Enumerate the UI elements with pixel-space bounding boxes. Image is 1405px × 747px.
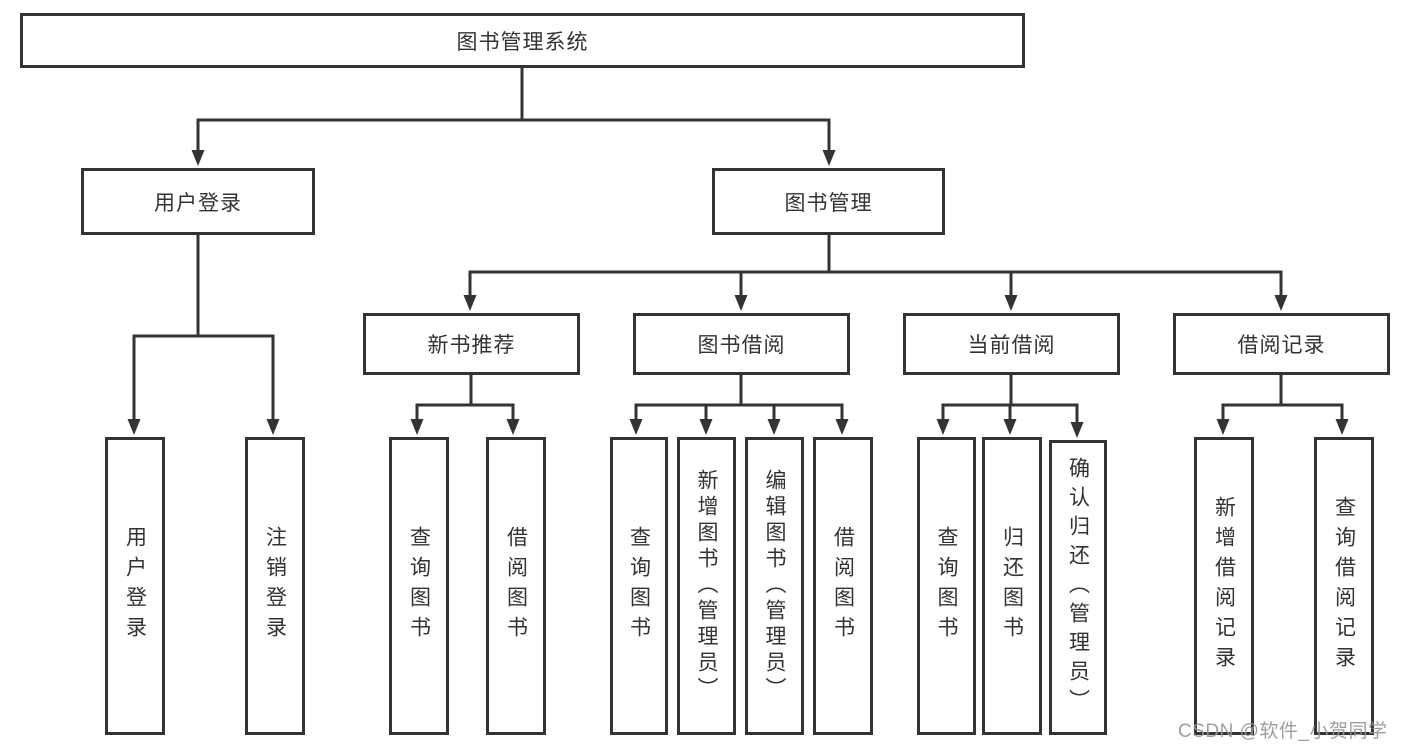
node-borrow-records: 借阅记录 — [1173, 313, 1390, 375]
leaf-return-book: 归还图书 — [982, 437, 1042, 735]
node-label: 图书管理系统 — [456, 30, 589, 54]
node-label: 新书推荐 — [427, 334, 516, 357]
leaf-label: 借阅图书 — [504, 526, 528, 646]
leaf-logout: 注销登录 — [245, 437, 305, 735]
leaf-user-login: 用户登录 — [105, 437, 165, 735]
leaf-label: 查询借阅记录 — [1332, 496, 1356, 676]
leaf-label: 新增借阅记录 — [1212, 496, 1236, 676]
leaf-label: 编辑图书（管理员） — [763, 469, 786, 703]
leaf-add-book-admin: 新增图书（管理员） — [677, 437, 736, 735]
node-book-borrow: 图书借阅 — [633, 313, 850, 375]
leaf-query-borrow-record: 查询借阅记录 — [1314, 437, 1374, 735]
node-label: 当前借阅 — [967, 334, 1056, 357]
node-library-system: 图书管理系统 — [20, 13, 1025, 68]
leaf-label: 借阅图书 — [831, 526, 855, 646]
node-new-book-recommend: 新书推荐 — [363, 313, 580, 375]
leaf-borrow-book: 借阅图书 — [813, 437, 873, 735]
leaf-query-book-recommend: 查询图书 — [389, 437, 449, 735]
leaf-label: 查询图书 — [627, 526, 651, 646]
leaf-label: 确认归还（管理员） — [1066, 457, 1090, 718]
leaf-label: 查询图书 — [935, 526, 958, 646]
leaf-edit-book-admin: 编辑图书（管理员） — [745, 437, 804, 735]
leaf-label: 新增图书（管理员） — [695, 469, 718, 703]
leaf-label: 注销登录 — [263, 526, 287, 646]
leaf-query-book-current: 查询图书 — [917, 437, 976, 735]
node-label: 图书管理 — [784, 191, 873, 215]
leaf-label: 用户登录 — [123, 526, 147, 646]
leaf-label: 查询图书 — [407, 526, 431, 646]
leaf-label: 归还图书 — [1000, 526, 1024, 646]
node-label: 用户登录 — [154, 191, 242, 215]
leaf-borrow-book-recommend: 借阅图书 — [486, 437, 546, 735]
node-label: 借阅记录 — [1237, 334, 1326, 357]
leaf-confirm-return-admin: 确认归还（管理员） — [1049, 440, 1107, 735]
node-user-login: 用户登录 — [81, 168, 315, 235]
node-book-management: 图书管理 — [712, 168, 945, 235]
node-label: 图书借阅 — [697, 334, 786, 357]
leaf-query-book-borrow: 查询图书 — [610, 437, 668, 735]
node-current-borrow: 当前借阅 — [903, 313, 1120, 375]
watermark: CSDN @软件_小贺同学 — [1178, 721, 1388, 742]
leaf-add-borrow-record: 新增借阅记录 — [1194, 437, 1254, 735]
